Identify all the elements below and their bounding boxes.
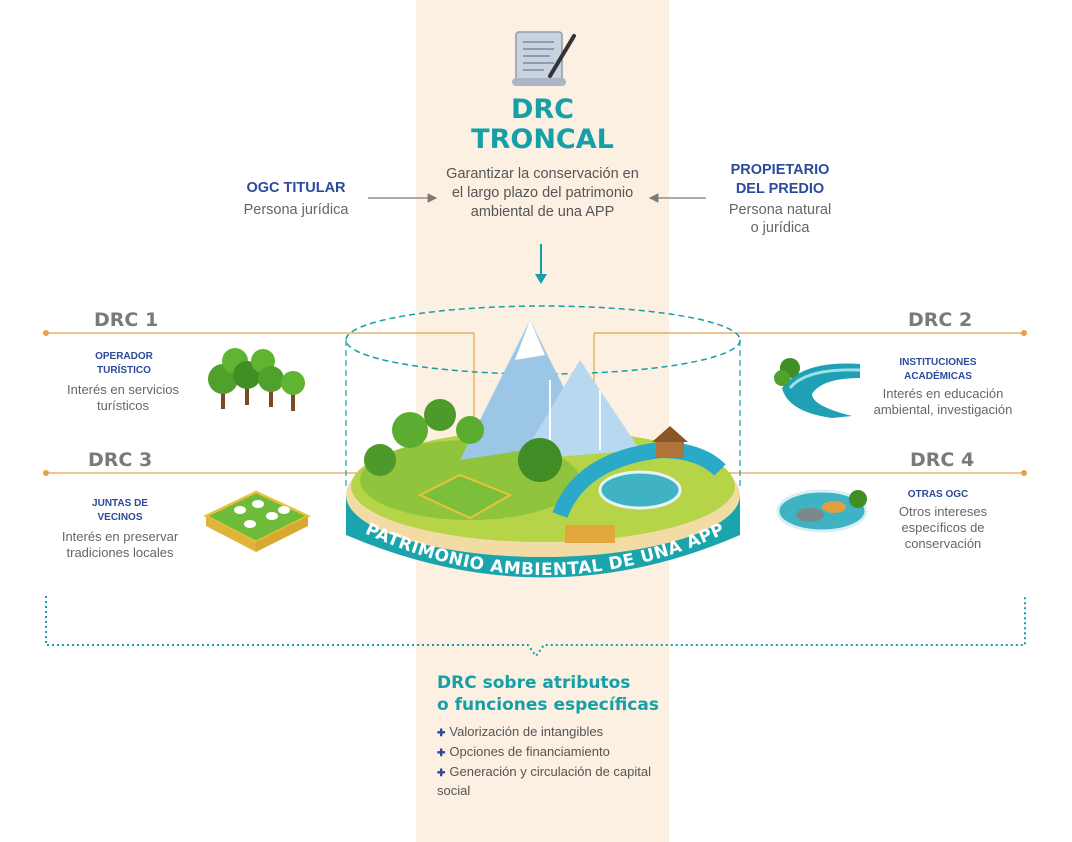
drc1-actor-2: TURÍSTICO (97, 365, 151, 376)
ogc-titular-subtitle: Persona jurídica (243, 202, 349, 218)
arrow-down-head (535, 274, 547, 284)
drc2-interest-1: Interés en educación (882, 386, 1004, 401)
drc1-label: DRC 1 (94, 309, 159, 331)
drc3-actor-2: VECINOS (97, 512, 143, 523)
pond-icon (776, 489, 868, 533)
drc2-label: DRC 2 (908, 309, 973, 331)
document-icon (512, 31, 576, 86)
ogc-titular-title: OGC TITULAR (246, 180, 346, 196)
list-item: ✚Valorización de intangibles (437, 724, 604, 739)
specific-list: ✚Valorización de intangibles ✚Opciones d… (437, 723, 657, 800)
main-description: Garantizar la conservación en el largo p… (446, 166, 639, 220)
specific-title-1: DRC sobre atributos (437, 673, 631, 693)
sheep-pen-icon (203, 490, 311, 552)
propietario-title-2: DEL PREDIO (735, 181, 825, 197)
propietario-title-1: PROPIETARIO (730, 162, 830, 178)
river-icon (774, 358, 861, 418)
trees-icon (208, 348, 305, 411)
specific-title-2: o funciones específicas (437, 695, 659, 715)
drc4-interest-1: Otros intereses (898, 504, 988, 519)
drc2-interest-2: ambiental, investigación (873, 402, 1013, 417)
drc4-label: DRC 4 (910, 449, 975, 471)
platform-illustration: PATRIMONIO AMBIENTAL DE UNA APP (345, 305, 741, 580)
drc4-actor-1: OTRAS OGC (907, 489, 969, 500)
drc3-interest-2: tradiciones locales (66, 545, 174, 560)
drc2-actor-2: ACADÉMICAS (904, 371, 972, 382)
propietario-subtitle-2: o jurídica (750, 220, 810, 236)
list-item: ✚Generación y circulación de capital soc… (437, 764, 651, 798)
drc1-interest-1: Interés en servicios (67, 382, 179, 397)
drc2-actor-1: INSTITUCIONES (899, 357, 977, 368)
drc3-interest-1: Interés en preservar (61, 529, 179, 544)
drc4-interest-2: específicos de (901, 520, 985, 535)
drc2-dot (1021, 330, 1027, 336)
drc1-interest-2: turísticos (96, 398, 149, 413)
plus-icon: ✚ (437, 728, 446, 739)
list-item: ✚Opciones de financiamiento (437, 744, 610, 759)
title-troncal: TRONCAL (471, 124, 614, 155)
title-drc: DRC (510, 94, 575, 125)
drc3-label: DRC 3 (88, 449, 153, 471)
drc1-actor-1: OPERADOR (95, 351, 153, 362)
drc4-dot (1021, 470, 1027, 476)
propietario-subtitle-1: Persona natural (728, 202, 832, 218)
drc4-interest-3: conservación (904, 536, 982, 551)
drc3-dot (43, 470, 49, 476)
plus-icon: ✚ (437, 768, 446, 779)
drc1-dot (43, 330, 49, 336)
drc3-actor-1: JUNTAS DE (92, 498, 148, 509)
plus-icon: ✚ (437, 748, 446, 759)
